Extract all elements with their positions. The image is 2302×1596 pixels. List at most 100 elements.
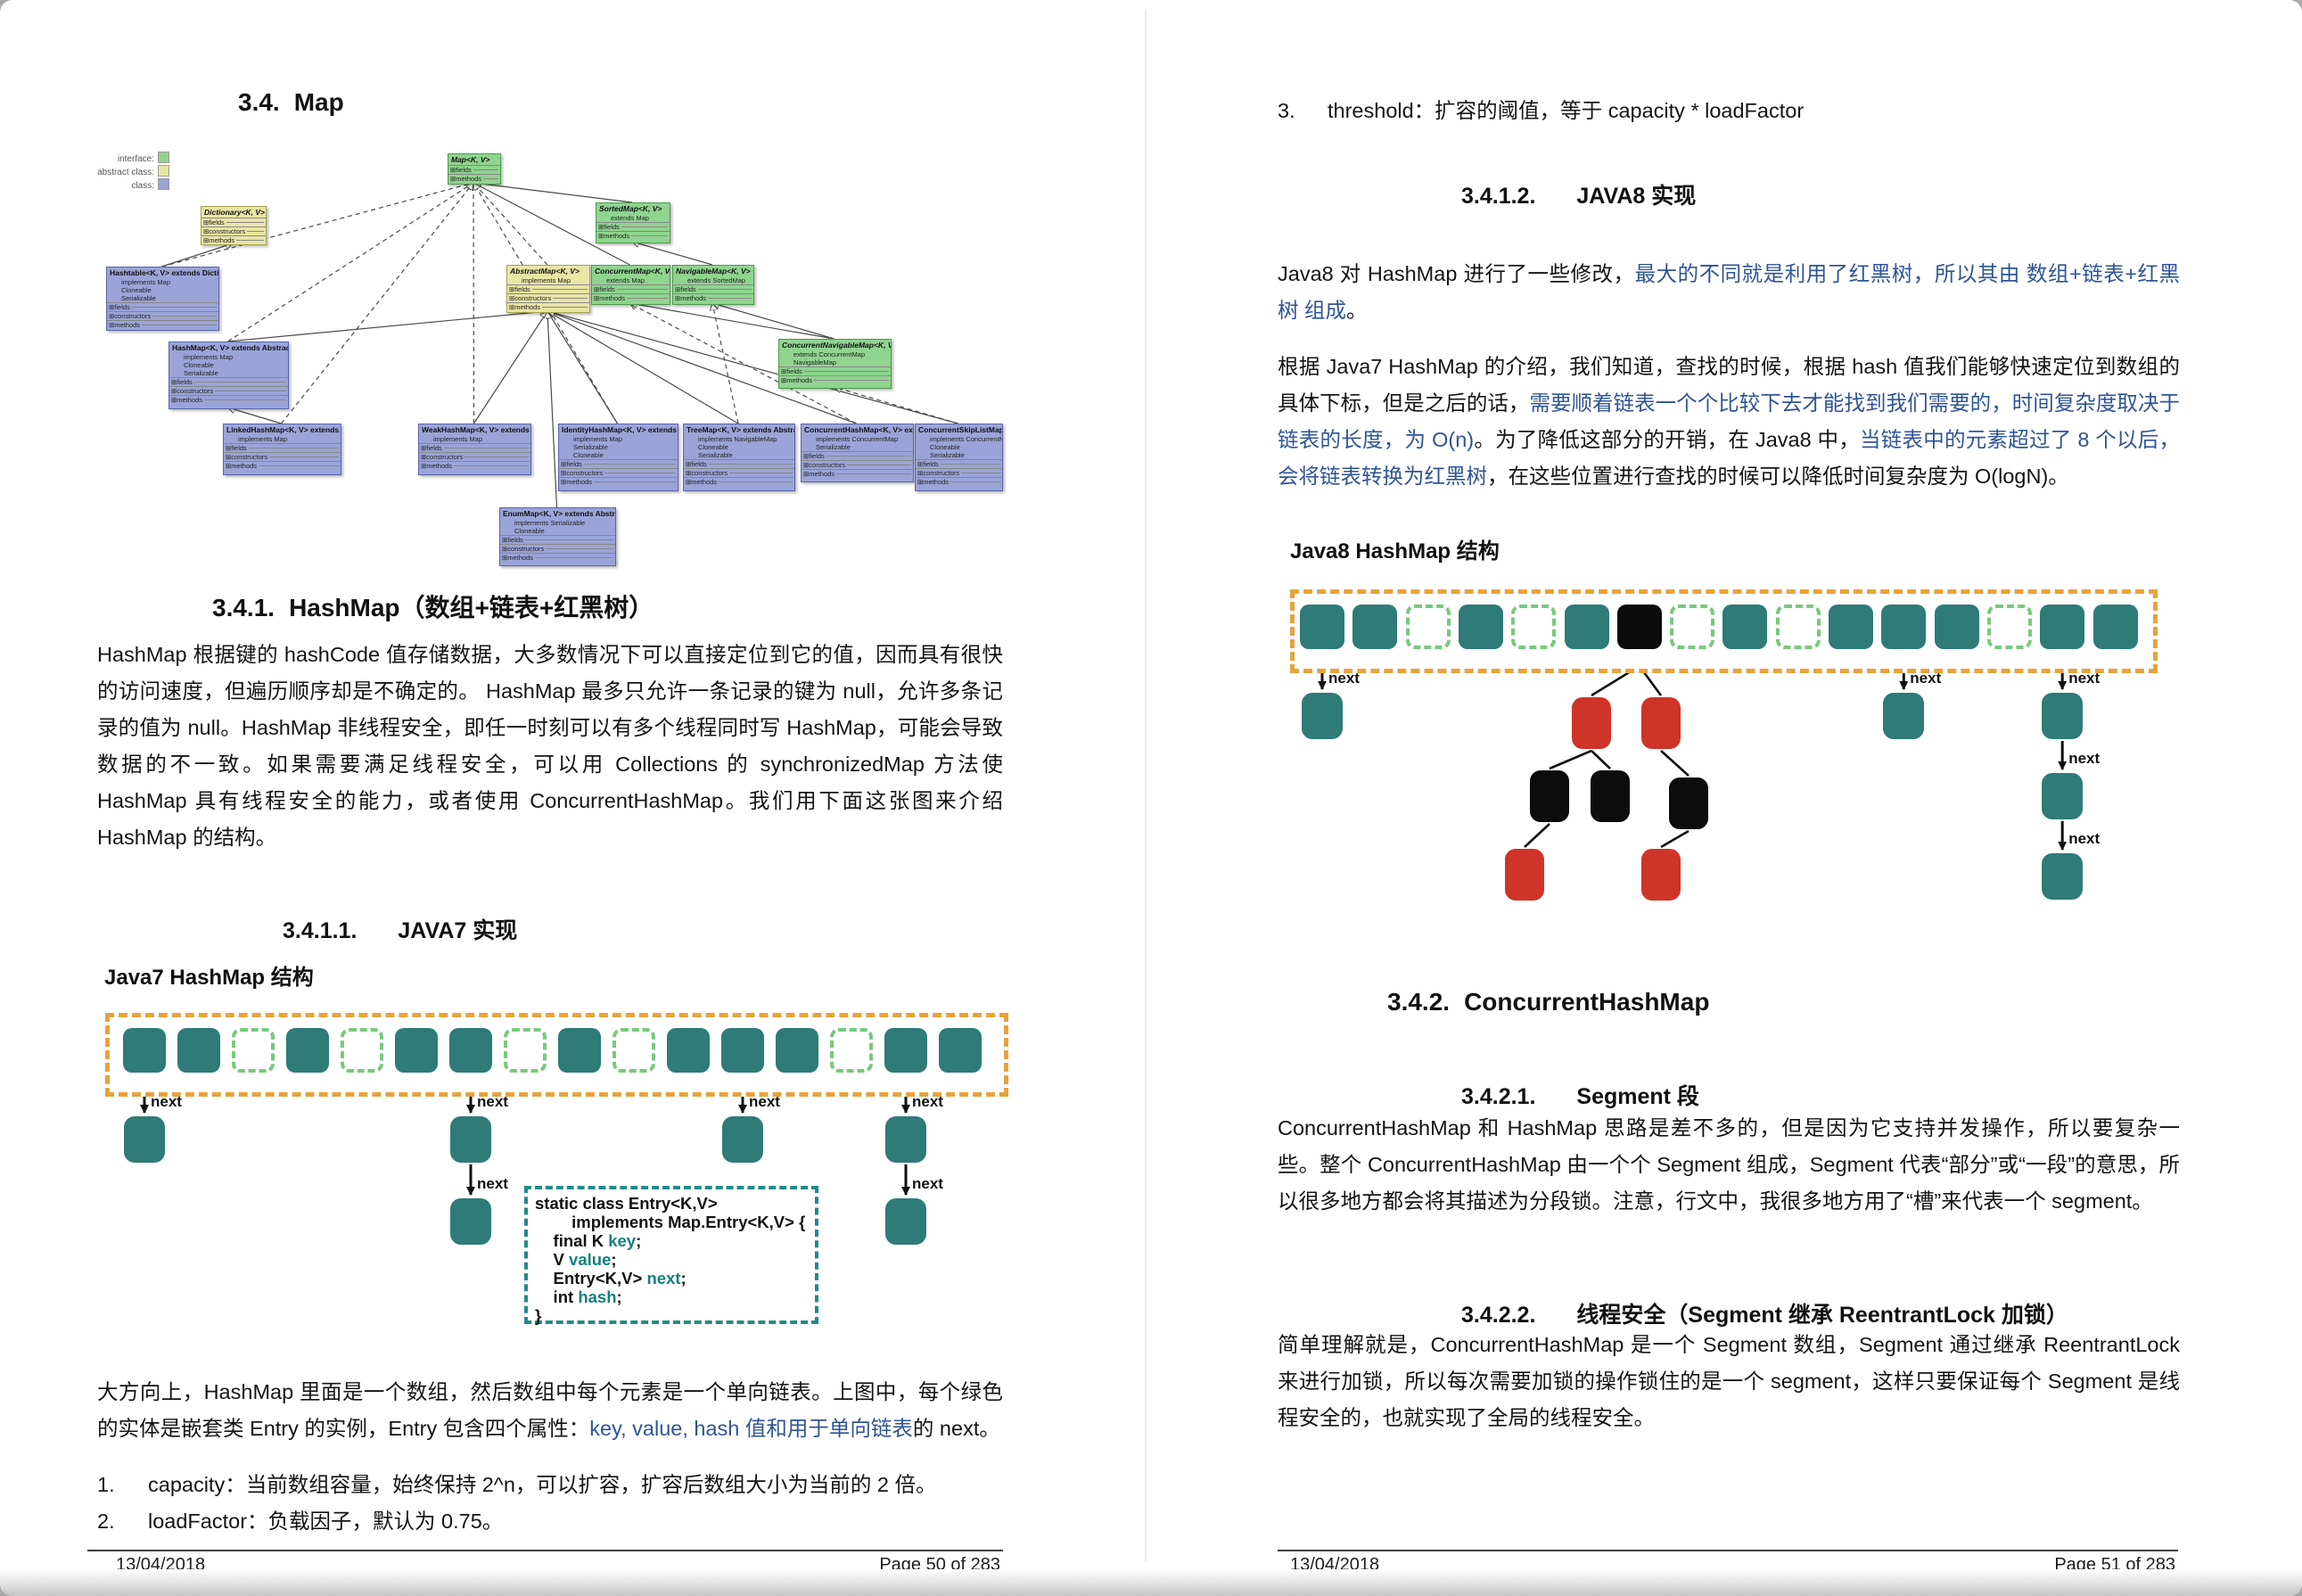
expand-icon-label: ⊞methods — [675, 294, 707, 302]
expand-icon-label: ⊞fields — [675, 285, 696, 293]
expand-icon-label: ⊞methods — [502, 554, 534, 562]
java8-slot-5 — [1564, 605, 1609, 649]
uml-class-subtitle: implements ConcurrentNavigableMap — [930, 435, 1003, 443]
expand-icon-label: ⊞methods — [421, 462, 453, 470]
java7-slot-15 — [939, 1028, 982, 1073]
uml-legend-item: class: — [85, 178, 169, 191]
paragraph-java8-lookup: 根据 Java7 HashMap 的介绍，我们知道，查找的时候，根据 hash … — [1278, 349, 2180, 495]
uml-class-subtitle: Cloneable — [514, 527, 545, 535]
uml-class-hashtable: Hashtable<K, V> extends Dictionaryimplem… — [106, 267, 219, 331]
java8-tree-node-black — [1669, 777, 1708, 829]
uml-class-title: NavigableMap<K, V> — [676, 267, 751, 276]
java7-list-node — [450, 1198, 491, 1245]
java7-slot-13 — [830, 1028, 873, 1073]
uml-compartment-fields: ⊞fields — [419, 443, 530, 452]
java8-list-node — [2042, 693, 2084, 739]
uml-compartment-constructors: ⊞constructors — [224, 452, 341, 461]
heading-number: 3.4.2.2. — [1461, 1303, 1536, 1328]
uml-class-subtitle: implements ConcurrentMap — [816, 435, 899, 443]
next-label: next — [912, 1093, 943, 1110]
uml-class-subtitle: extends SortedMap — [687, 276, 746, 284]
text-run: 当链表中的元素超过了 8 个以后，会将链表转换为红黑树 — [1278, 428, 2180, 488]
expand-icon-label: ⊞methods — [203, 236, 235, 244]
paragraph-hashmap-intro: HashMap 根据键的 hashCode 值存储数据，大多数情况下可以直接定位… — [97, 643, 1003, 849]
uml-class-title: HashMap<K, V> extends AbstractMap — [172, 343, 288, 352]
uml-class-title: LinkedHashMap<K, V> extends HashMap — [226, 425, 341, 434]
list-text: threshold：扩容的阈值，等于 capacity * loadFactor — [1328, 99, 1805, 122]
heading-java8: 3.4.1.2.JAVA8 实现 — [1461, 178, 1696, 210]
list-number: 3. — [1278, 99, 1295, 122]
java8-slot-9 — [1775, 605, 1821, 649]
java7-slot-3 — [286, 1028, 329, 1073]
java8-tree-edge — [1660, 829, 1690, 849]
text-run: 的 next。 — [912, 1417, 1000, 1440]
uml-class-navigablemap: NavigableMap<K, V>extends SortedMap⊞fiel… — [672, 265, 754, 305]
uml-compartment-fields: ⊞fields — [596, 222, 670, 231]
text-run: key, value, hash 值和用于单向链表 — [589, 1417, 913, 1440]
uml-compartment-constructors: ⊞constructors — [916, 468, 1002, 477]
uml-edge-abstractmap-map — [473, 183, 548, 266]
uml-edge-enummap-abstractmap — [547, 311, 558, 508]
java8-tree-node-black — [1591, 770, 1630, 822]
uml-class-subtitle: implements Map — [573, 435, 623, 443]
uml-class-subtitle: extends Map — [611, 214, 649, 222]
uml-class-subtitle: Serializable — [184, 369, 218, 377]
list-text: capacity：当前数组容量，始终保持 2^n，可以扩容，扩容后数组大小为当前… — [148, 1473, 937, 1496]
paragraph-segment: ConcurrentHashMap 和 HashMap 思路是差不多的，但是因为… — [1278, 1116, 2180, 1213]
footer-rule-left — [87, 1550, 1003, 1551]
next-label: next — [912, 1175, 943, 1192]
uml-compartment-fields: ⊞fields — [802, 451, 913, 460]
expand-icon-label: ⊞methods — [509, 303, 541, 311]
expand-icon-label: ⊞fields — [450, 166, 472, 174]
uml-class-title: AbstractMap<K, V> — [510, 267, 580, 276]
heading-hashmap: 3.4.1.HashMap（数组+链表+红黑树） — [212, 588, 654, 624]
expand-icon-label: ⊞constructors — [203, 227, 246, 235]
section-title: Map — [293, 88, 344, 116]
uml-legend-item: abstract class: — [85, 165, 169, 177]
uml-compartment-fields: ⊞fields — [224, 443, 341, 452]
java8-tree-node-red — [1641, 697, 1681, 749]
heading-number: 3.4.1.1. — [283, 918, 358, 943]
expand-icon-label: ⊞methods — [803, 470, 835, 478]
java7-diagram-label: Java7 HashMap 结构 — [104, 966, 314, 990]
code-line: } — [535, 1306, 542, 1325]
uml-edge-concurrentskiplistmap-concurrentnavigablemap — [834, 387, 958, 424]
next-label: next — [151, 1093, 182, 1110]
java8-slot-4 — [1511, 605, 1557, 649]
uml-compartment-fields: ⊞fields — [500, 535, 615, 544]
heading-title: HashMap（数组+链表+红黑树） — [289, 594, 654, 621]
uml-edge-linkedhashmap-hashmap — [228, 407, 282, 424]
uml-class-subtitle: implements Map — [121, 278, 171, 286]
heading-number: 3.4.2. — [1387, 988, 1451, 1016]
heading-java7: 3.4.1.1.JAVA7 实现 — [283, 913, 517, 945]
java7-slot-14 — [884, 1028, 927, 1073]
expand-icon-label: ⊞methods — [917, 478, 950, 486]
code-line: final K key; — [535, 1231, 642, 1250]
text-run: 大方向上，HashMap 里面是一个数组，然后数组中每个元素是一个单向链表。上图… — [97, 1380, 1003, 1440]
expand-icon-label: ⊞constructors — [686, 469, 728, 477]
uml-class-concurrentmap: ConcurrentMap<K, V>extends Map⊞fields⊞me… — [591, 265, 670, 305]
uml-class-subtitle: Serializable — [930, 451, 965, 459]
uml-class-title: Hashtable<K, V> extends Dictionary — [110, 268, 219, 277]
list-item-loadfactor: 2.loadFactor：负载因子，默认为 0.75。 — [97, 1503, 503, 1540]
next-label: next — [1328, 670, 1360, 687]
java7-list-node — [722, 1116, 763, 1163]
text-run: 。 — [1346, 299, 1368, 322]
expand-icon-label: ⊞fields — [502, 536, 523, 544]
uml-class-subtitle: Serializable — [816, 443, 851, 451]
java8-tree-edge — [1549, 749, 1592, 770]
uml-class-subtitle: implements Map — [238, 435, 288, 443]
java7-slot-11 — [721, 1028, 764, 1073]
uml-compartment-constructors: ⊞constructors — [507, 293, 589, 302]
paragraph-java8-intro: Java8 对 HashMap 进行了一些修改，最大的不同就是利用了红黑树，所以… — [1278, 256, 2180, 329]
uml-compartment-methods: ⊞methods — [107, 320, 218, 329]
uml-class-subtitle: Serializable — [698, 451, 733, 459]
page-gap-divider — [1145, 9, 1147, 1562]
text-run: 最大的不同就是利用了红黑树，所以其由 数组+链表+红黑树 组成 — [1278, 262, 2180, 322]
java8-slot-14 — [2040, 605, 2085, 649]
uml-class-subtitle: Cloneable — [121, 286, 152, 294]
uml-class-concurrenthashmap: ConcurrentHashMap<K, V> extends Abstract… — [801, 424, 914, 482]
java8-tree-node-black — [1530, 770, 1569, 822]
uml-edge-hashmap-abstractmap — [227, 311, 548, 342]
text-run: ，在这些位置进行查找的时候可以降低时间复杂度为 O(logN)。 — [1487, 465, 2069, 488]
